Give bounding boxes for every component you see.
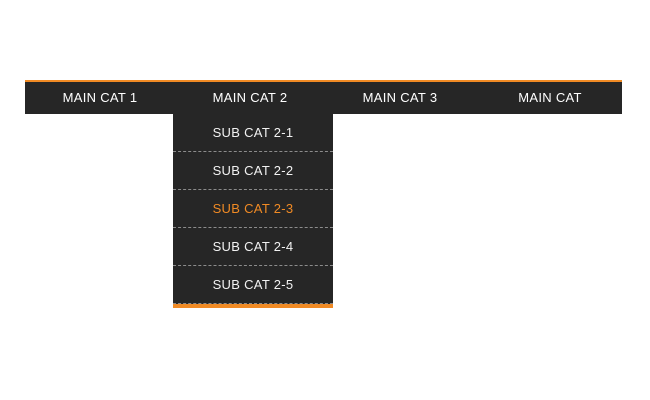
nav-item-label: MAIN CAT 3 [362, 90, 438, 105]
sub-item-label: SUB CAT 2-3 [212, 201, 294, 216]
sub-item-label: SUB CAT 2-4 [212, 239, 294, 254]
sub-item-label: SUB CAT 2-2 [212, 163, 294, 178]
nav-item-main-cat-2[interactable]: MAIN CAT 2 [175, 82, 325, 114]
dropdown-panel-main-cat-2: SUB CAT 2-1 SUB CAT 2-2 SUB CAT 2-3 SUB … [173, 114, 333, 308]
sub-item-label: SUB CAT 2-5 [212, 277, 294, 292]
nav-item-main-cat-1[interactable]: MAIN CAT 1 [25, 82, 175, 114]
nav-item-label: MAIN CAT 1 [62, 90, 138, 105]
nav-item-main-cat-3[interactable]: MAIN CAT 3 [325, 82, 475, 114]
nav-item-label: MAIN CAT 2 [212, 90, 288, 105]
sub-item-2-4[interactable]: SUB CAT 2-4 [173, 228, 333, 266]
navigation-menu: MAIN CAT 1 MAIN CAT 2 MAIN CAT 3 MAIN CA… [25, 80, 622, 308]
sub-item-2-1[interactable]: SUB CAT 2-1 [173, 114, 333, 152]
nav-item-label: MAIN CAT [518, 90, 582, 105]
sub-item-2-5[interactable]: SUB CAT 2-5 [173, 266, 333, 304]
main-navigation-bar: MAIN CAT 1 MAIN CAT 2 MAIN CAT 3 MAIN CA… [25, 80, 622, 114]
sub-item-label: SUB CAT 2-1 [212, 125, 294, 140]
main-nav-list: MAIN CAT 1 MAIN CAT 2 MAIN CAT 3 MAIN CA… [25, 82, 622, 114]
sub-nav-list: SUB CAT 2-1 SUB CAT 2-2 SUB CAT 2-3 SUB … [173, 114, 333, 304]
sub-item-2-2[interactable]: SUB CAT 2-2 [173, 152, 333, 190]
nav-item-main-cat-4[interactable]: MAIN CAT [475, 82, 622, 114]
sub-item-2-3[interactable]: SUB CAT 2-3 [173, 190, 333, 228]
